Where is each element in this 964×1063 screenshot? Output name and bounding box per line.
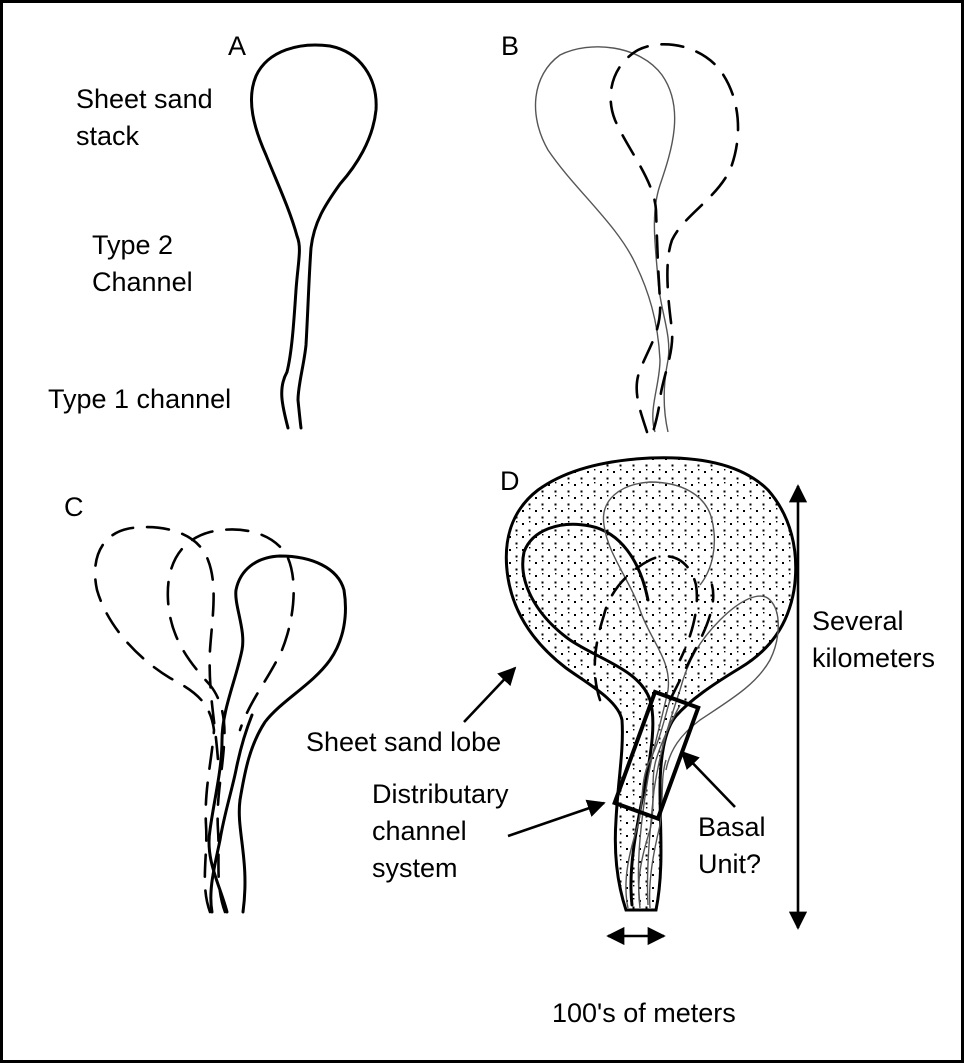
sheet-sand-lobe-pointer-arrow: [464, 668, 515, 722]
distributary-label-line1: Distributary: [372, 779, 509, 809]
type1-channel-label: Type 1 channel: [48, 384, 231, 414]
panel-b-letter: B: [501, 31, 519, 61]
panel-d-letter: D: [500, 466, 520, 496]
panel-c: C: [64, 492, 345, 912]
basal-unit-label-line1: Basal: [698, 812, 766, 842]
type2-channel-label-line1: Type 2: [92, 230, 173, 260]
basal-unit-label-line2: Unit?: [698, 849, 761, 879]
type2-channel-label-line2: Channel: [92, 267, 193, 297]
basal-unit-pointer-arrow: [682, 752, 735, 807]
sheet-sand-lobe-stippled-body: [506, 458, 795, 910]
sheet-sand-lobe-label: Sheet sand lobe: [306, 727, 501, 757]
panel-a: A Sheet sand stack Type 2 Channel Type 1…: [48, 31, 376, 428]
distributary-label-line2: channel: [372, 816, 467, 846]
distributary-pointer-arrow: [508, 803, 604, 836]
sheet-sand-stack-label-line1: Sheet sand: [76, 84, 213, 114]
panel-c-oldest-lobe-outline: [95, 527, 218, 912]
several-kilometers-label-line2: kilometers: [812, 643, 935, 673]
panel-a-letter: A: [228, 31, 246, 61]
panel-a-lobe-channel-outline: [251, 45, 376, 428]
panel-c-middle-lobe-outline: [168, 529, 294, 912]
panel-b-older-lobe-outline: [536, 47, 675, 432]
several-kilometers-label-line1: Several: [812, 606, 904, 636]
panel-b-younger-lobe-outline: [611, 44, 738, 432]
distributary-label-line3: system: [372, 853, 458, 883]
panel-d: D Sheet sand lobe Distributary channel s…: [306, 458, 935, 1028]
panel-c-letter: C: [64, 492, 84, 522]
panel-b: B: [501, 31, 738, 432]
hundreds-of-meters-label: 100's of meters: [552, 998, 736, 1028]
sheet-sand-stack-label-line2: stack: [76, 121, 140, 151]
